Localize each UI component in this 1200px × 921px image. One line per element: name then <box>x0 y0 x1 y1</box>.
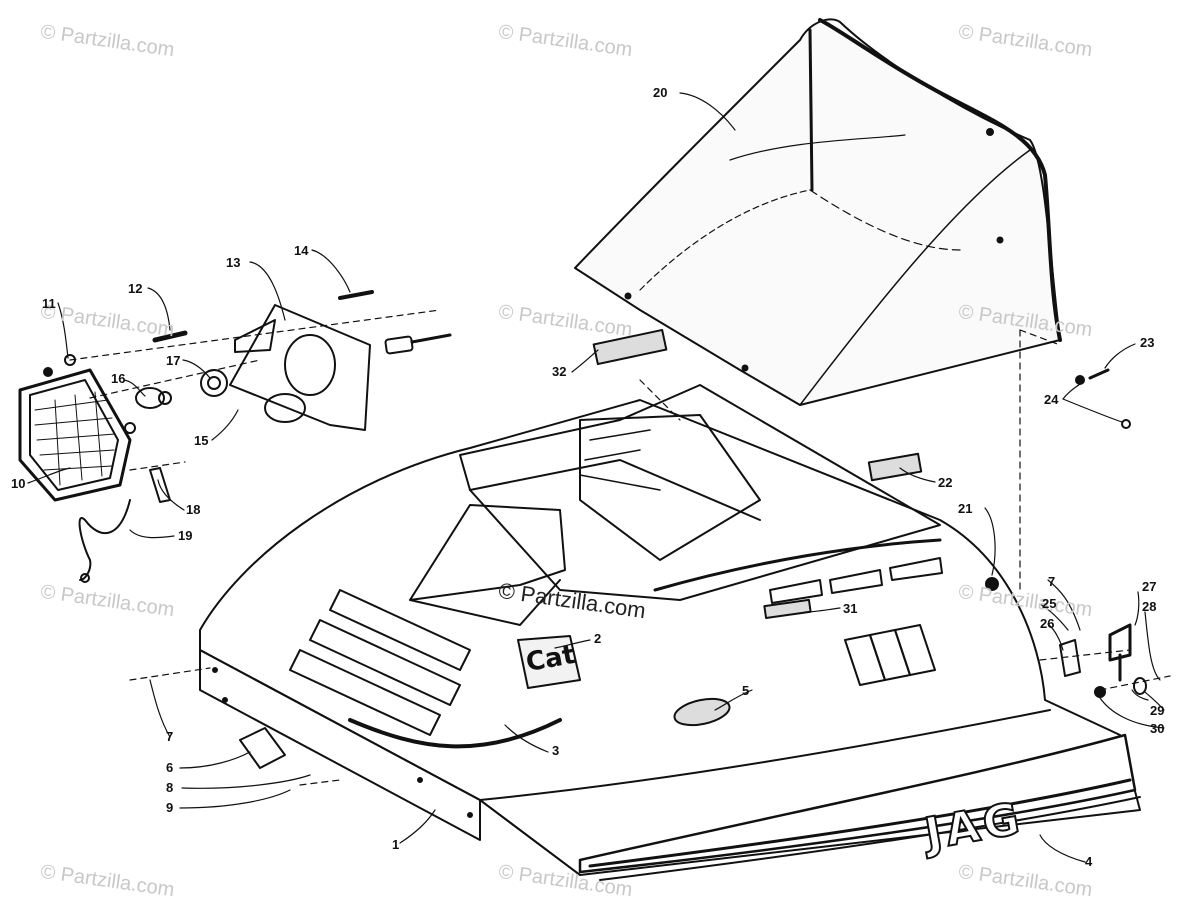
bulb <box>135 387 172 409</box>
bulb-socket <box>200 369 228 397</box>
callout-32: 32 <box>552 364 567 379</box>
callout-19: 19 <box>178 528 193 543</box>
decal-31 <box>763 598 812 620</box>
bolt-23 <box>1088 368 1110 380</box>
callout-18: 18 <box>186 502 201 517</box>
callout-2: 2 <box>594 631 602 646</box>
callout-29: 29 <box>1150 703 1165 718</box>
wire-harness <box>78 499 131 583</box>
callout-9: 9 <box>166 800 174 815</box>
callout-5: 5 <box>742 683 750 698</box>
callout-3: 3 <box>552 743 560 758</box>
grommet-21 <box>985 577 999 591</box>
callout-13: 13 <box>226 255 241 270</box>
headlight-bracket <box>229 304 371 431</box>
washer-24 <box>1121 419 1131 429</box>
windshield <box>574 18 1062 406</box>
callout-14: 14 <box>294 243 309 258</box>
callout-11: 11 <box>42 296 56 311</box>
callout-25: 25 <box>1042 596 1057 611</box>
adjuster-screw <box>384 333 452 355</box>
bolt-12 <box>152 330 188 343</box>
callout-4: 4 <box>1085 854 1093 869</box>
reflector-5 <box>673 697 731 727</box>
callout-10: 10 <box>11 476 26 491</box>
logo-decal <box>517 635 581 689</box>
callout-8: 8 <box>166 780 174 795</box>
callout-24: 24 <box>1044 392 1059 407</box>
callout-15: 15 <box>194 433 209 448</box>
hood <box>199 384 1141 876</box>
latch-bracket <box>1059 623 1147 698</box>
callout-21: 21 <box>958 501 973 516</box>
callout-31: 31 <box>843 601 858 616</box>
callout-28: 28 <box>1142 599 1157 614</box>
hood-latch <box>239 727 286 769</box>
callout-1: 1 <box>392 837 400 852</box>
callout-26: 26 <box>1040 616 1055 631</box>
callout-30: 30 <box>1150 721 1165 736</box>
callout-22: 22 <box>938 475 953 490</box>
alignment-lines <box>69 309 1171 786</box>
callout-17: 17 <box>166 353 181 368</box>
bolt-14 <box>338 290 374 300</box>
callout-16: 16 <box>111 371 126 386</box>
callout-6: 6 <box>166 760 174 775</box>
callout-7-right: 7 <box>1048 574 1056 589</box>
callout-7-left: 7 <box>166 729 174 744</box>
logo-decal-text: Cat <box>523 639 578 679</box>
callout-12: 12 <box>128 281 143 296</box>
side-stripe-decal <box>578 733 1141 881</box>
nut-24 <box>1075 375 1085 385</box>
callout-20: 20 <box>653 85 668 100</box>
decal-32 <box>592 328 668 366</box>
callout-27: 27 <box>1142 579 1157 594</box>
callout-23: 23 <box>1140 335 1155 350</box>
leader-lines <box>27 92 1165 863</box>
